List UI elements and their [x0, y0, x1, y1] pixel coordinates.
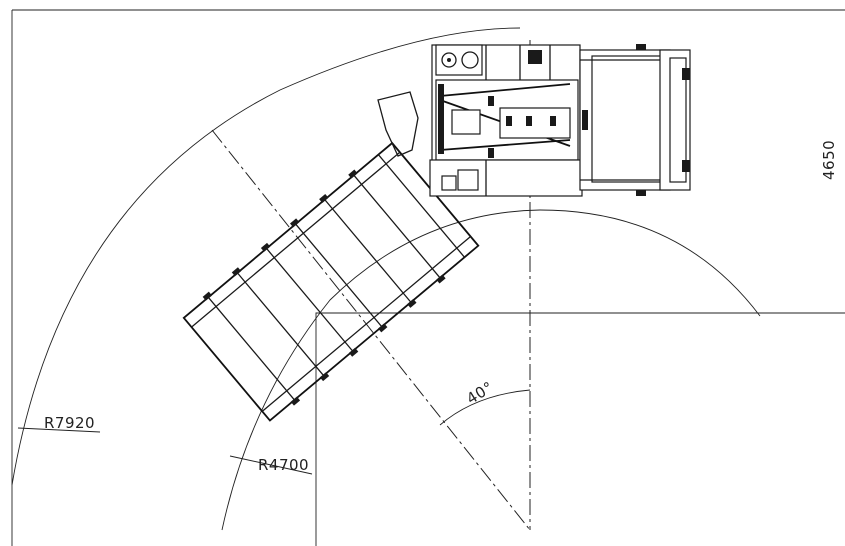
outer-radius-arc: [11, 27, 521, 486]
inner-radius-label: R4700: [258, 456, 309, 474]
conveyor-hinges: [202, 169, 446, 406]
drawing-frame: [11, 9, 845, 546]
side-dimension-label: 4650: [820, 140, 838, 180]
inner-area-outline: [315, 312, 845, 546]
inner-radius-arc: [221, 209, 761, 531]
angle-label: 40°: [463, 378, 496, 408]
conveyor-segments: [207, 154, 466, 401]
dimension-leaders: [17, 427, 313, 475]
conveyor-mount: [377, 91, 419, 157]
angle-arc: [439, 389, 531, 426]
operator-section: [579, 44, 691, 196]
control-panel: [435, 44, 483, 76]
outer-radius-label: R7920: [44, 414, 95, 432]
